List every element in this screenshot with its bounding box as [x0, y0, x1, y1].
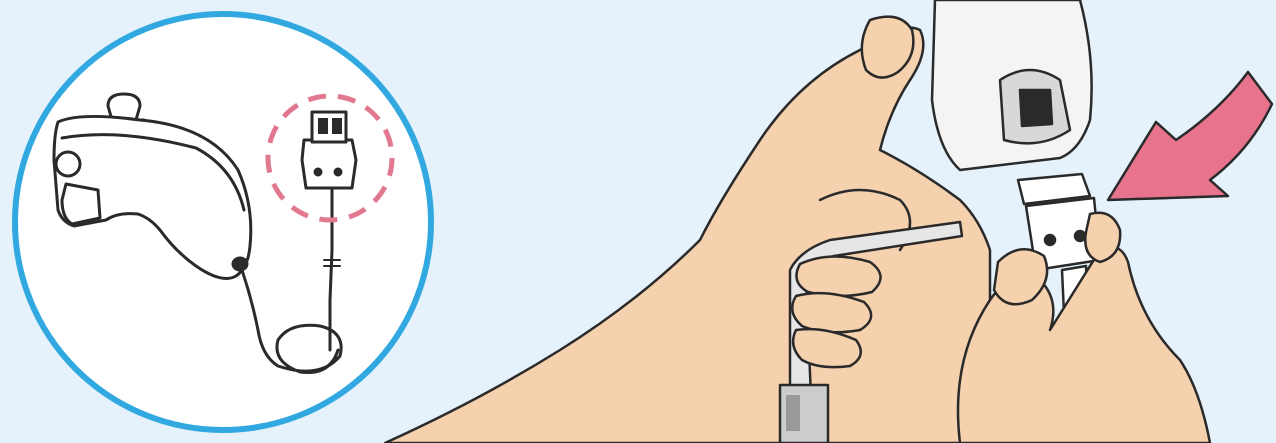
cable-exit: [233, 258, 247, 270]
c-button: [56, 152, 80, 176]
strap-clip-slot: [786, 395, 800, 431]
finger-1: [796, 256, 880, 296]
connector-screw-left: [315, 169, 321, 175]
right-thumb: [1085, 213, 1120, 262]
plug-screw-right: [1075, 231, 1085, 241]
remote-port-slot: [1020, 90, 1052, 126]
z-button: [62, 184, 100, 224]
connector-pin-right: [332, 118, 342, 134]
connector-screw-right: [335, 169, 341, 175]
connector-pin-left: [318, 118, 328, 134]
connector-plug: [302, 140, 356, 188]
inset-panel: [15, 14, 431, 430]
plug-screw-left: [1045, 235, 1055, 245]
